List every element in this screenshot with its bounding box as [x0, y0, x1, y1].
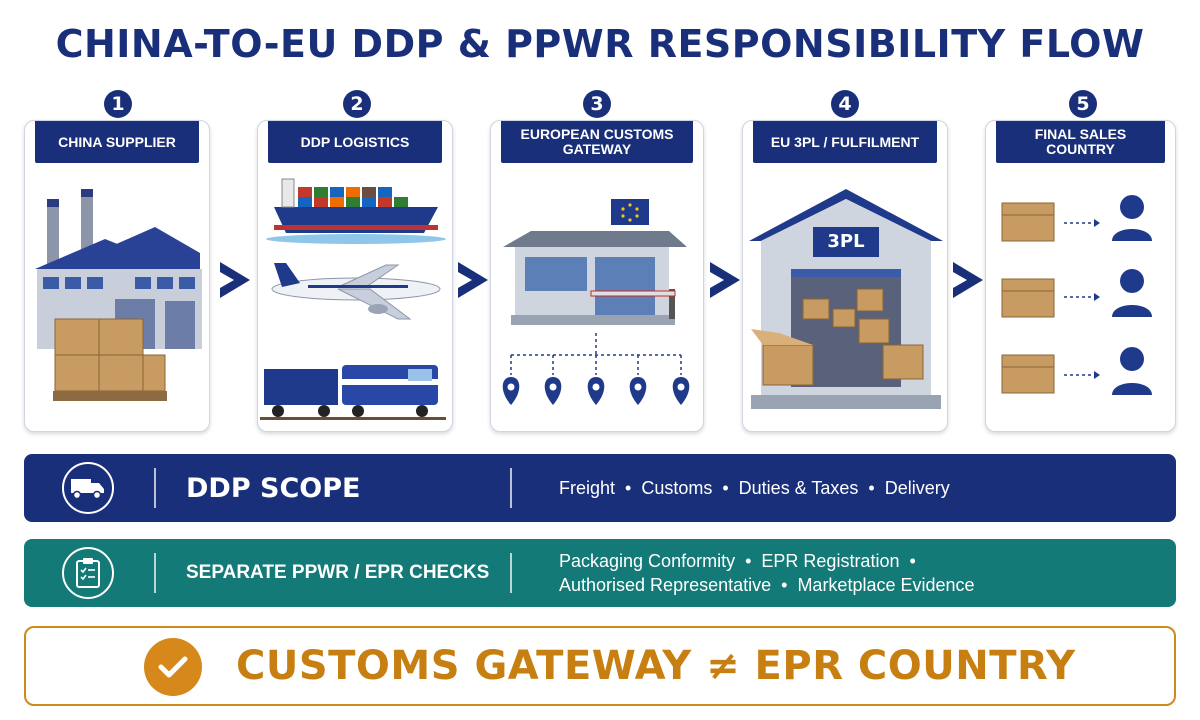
- destination-branches: [510, 333, 682, 375]
- ddp-item: Delivery: [884, 477, 950, 498]
- page-title: CHINA-TO-EU DDP & PPWR RESPONSIBILITY FL…: [55, 22, 1145, 66]
- ppwr-epr-band: SEPARATE PPWR / EPR CHECKS Packaging Con…: [24, 539, 1176, 607]
- step-label: DDP LOGISTICS: [268, 121, 442, 163]
- factory-icon: [25, 169, 209, 431]
- customs-building-icon: [503, 199, 687, 325]
- location-pin-icons: [502, 377, 690, 405]
- step-card-final-sales-country: FINAL SALES COUNTRY: [985, 120, 1176, 432]
- step-label: CHINA SUPPLIER: [35, 121, 199, 163]
- ppwr-item: EPR Registration: [761, 551, 900, 571]
- ddp-scope-band: DDP SCOPE Freight• Customs• Duties & Tax…: [24, 454, 1176, 522]
- step-card-ddp-logistics: DDP LOGISTICS: [257, 120, 453, 432]
- step-number-2: 2: [343, 90, 371, 118]
- ppwr-item: Marketplace Evidence: [797, 575, 975, 595]
- step-number-4: 4: [831, 90, 859, 118]
- ddp-item: Freight: [559, 477, 616, 498]
- clipboard-checklist-icon: [62, 547, 114, 599]
- ppwr-title: SEPARATE PPWR / EPR CHECKS: [186, 562, 490, 583]
- key-message-banner: CUSTOMS GATEWAY ≠ EPR COUNTRY: [24, 626, 1176, 706]
- step-card-eu-3pl: EU 3PL / FULFILMENT 3PL: [742, 120, 948, 432]
- ppwr-item: Packaging Conformity: [559, 551, 736, 571]
- ship-icon: [266, 178, 446, 244]
- step-card-china-supplier: CHINA SUPPLIER: [24, 120, 210, 432]
- step-card-customs-gateway: EUROPEAN CUSTOMS GATEWAY: [490, 120, 704, 432]
- step-label: EUROPEAN CUSTOMS GATEWAY: [501, 121, 693, 163]
- ppwr-items: Packaging Conformity• EPR Registration• …: [559, 551, 975, 595]
- step-label: FINAL SALES COUNTRY: [996, 121, 1165, 163]
- airplane-icon: [271, 263, 441, 320]
- step-number-1: 1: [104, 90, 132, 118]
- step-number-5: 5: [1069, 90, 1097, 118]
- ddp-scope-items: Freight• Customs• Duties & Taxes• Delive…: [559, 477, 950, 498]
- truck-icon: [62, 462, 114, 514]
- ddp-item: Customs: [641, 477, 713, 498]
- parcel-to-customer-rows: [1001, 195, 1152, 395]
- ddp-item: Duties & Taxes: [738, 477, 859, 498]
- step-label: EU 3PL / FULFILMENT: [753, 121, 937, 163]
- warehouse-icon: [749, 189, 943, 409]
- key-message-text: CUSTOMS GATEWAY ≠ EPR COUNTRY: [236, 643, 1076, 689]
- ddp-scope-title: DDP SCOPE: [186, 472, 361, 504]
- train-icon: [260, 365, 446, 420]
- checkmark-icon: [144, 638, 202, 696]
- ppwr-item: Authorised Representative: [559, 575, 772, 595]
- warehouse-sign: 3PL: [827, 231, 865, 252]
- step-number-3: 3: [583, 90, 611, 118]
